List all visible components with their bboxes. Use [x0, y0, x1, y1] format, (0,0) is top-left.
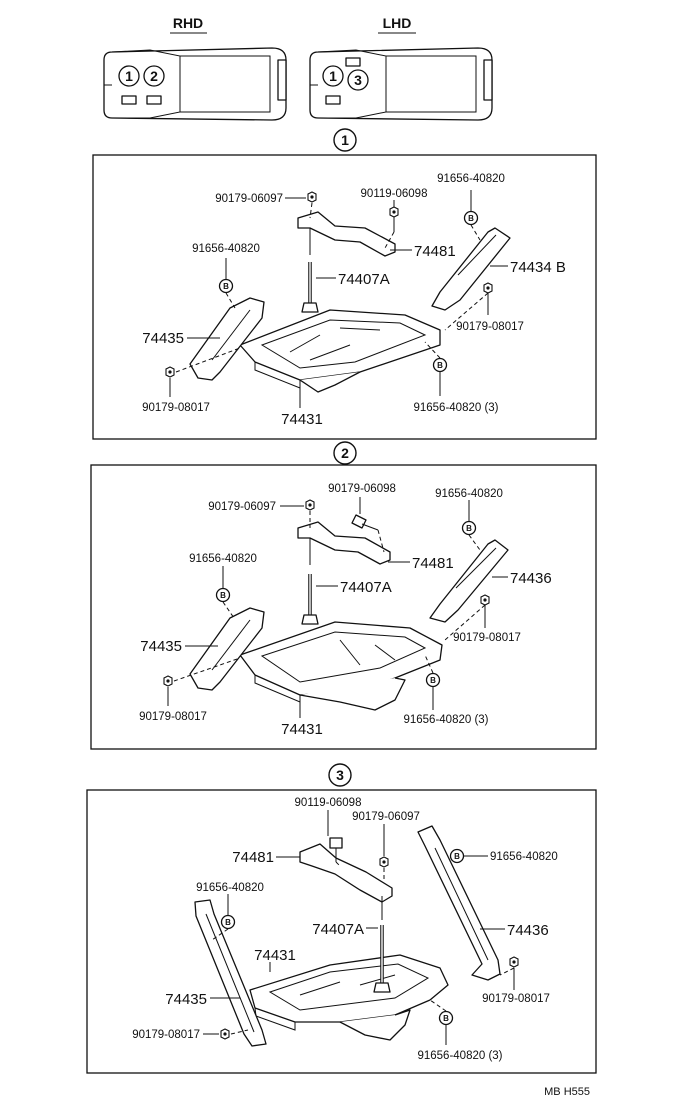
rhd-marker-2: 2	[150, 68, 158, 84]
label-nut-top-1: 90179-06097	[215, 193, 283, 205]
label-stay-left-3: 74435	[165, 991, 207, 1008]
clamp-rod-2	[301, 574, 319, 625]
label-nut-right-2: 90179-08017	[453, 632, 521, 644]
label-bolt-bottom-2: 91656-40820 (3)	[403, 714, 488, 726]
label-bolt-left-2: 91656-40820	[189, 553, 257, 565]
rhd-car-outline: 1 2	[103, 47, 287, 121]
svg-text:B: B	[454, 852, 460, 861]
label-stay-left-2: 74435	[140, 638, 182, 655]
clamp-rod-1	[301, 262, 319, 313]
reference-code: MB H555	[544, 1086, 590, 1098]
lhd-marker-3: 3	[354, 72, 362, 88]
svg-text:B: B	[223, 282, 229, 291]
label-nut-left-1: 90179-08017	[142, 402, 210, 414]
label-rod-2: 74407A	[340, 579, 392, 596]
rhd-header: RHD	[173, 15, 203, 31]
label-nut-top-2: 90179-06097	[208, 501, 276, 513]
label-bracket-3: 74481	[232, 849, 274, 866]
section-1-marker: 1	[341, 132, 349, 148]
label-tray-3: 74431	[254, 947, 296, 964]
label-bolt-top-2: 90179-06098	[328, 483, 396, 495]
svg-text:B: B	[466, 524, 472, 533]
label-stay-left-1: 74435	[142, 330, 184, 347]
svg-text:B: B	[220, 591, 226, 600]
stay-right-1	[431, 227, 511, 311]
label-bracket-2: 74481	[412, 555, 454, 572]
stay-left-1	[189, 297, 265, 381]
label-rod-3: 74407A	[312, 921, 364, 938]
svg-text:B: B	[225, 918, 231, 927]
label-nut-top-3: 90179-06097	[352, 811, 420, 823]
section-2-frame	[90, 464, 597, 750]
bolt-top-3	[329, 837, 343, 862]
nut-right-1	[483, 282, 493, 294]
battery-tray-1	[239, 309, 441, 393]
lhd-header: LHD	[383, 15, 412, 31]
label-rod-1: 74407A	[338, 271, 390, 288]
label-bolt-top-3: 90119-06098	[295, 797, 362, 809]
stay-right-2	[429, 539, 509, 623]
section-1-frame	[92, 154, 597, 440]
nut-left-2	[163, 675, 173, 687]
nut-top-1	[307, 191, 317, 203]
battery-tray-2	[239, 621, 443, 711]
label-stay-right-2: 74436	[510, 570, 552, 587]
label-tray-2: 74431	[281, 721, 323, 738]
stay-left-3	[194, 899, 267, 1047]
rhd-marker-1: 1	[125, 68, 133, 84]
nut-top-3	[379, 856, 389, 868]
clamp-rod-3	[373, 925, 391, 993]
label-bolt-right-1: 91656-40820	[437, 173, 505, 185]
nut-right-3	[509, 956, 519, 968]
hold-down-bracket-3	[299, 843, 393, 920]
label-nut-right-1: 90179-08017	[456, 321, 524, 333]
section-3-marker: 3	[336, 767, 344, 783]
nut-top-2	[305, 499, 315, 511]
label-bolt-top-1: 90119-06098	[361, 188, 428, 200]
section-1: 1	[92, 128, 597, 440]
nut-right-2	[480, 594, 490, 606]
section-3-frame	[86, 789, 597, 1074]
lhd-car-outline: 1 3	[309, 47, 493, 121]
label-bolt-right-3: 91656-40820	[490, 851, 558, 863]
label-stay-right-1: 74434 B	[510, 259, 566, 276]
nut-left-3	[220, 1028, 230, 1040]
hold-down-bracket-1	[297, 211, 396, 257]
hold-down-bracket-2	[297, 521, 391, 565]
label-tray-1: 74431	[281, 411, 323, 428]
bolt-top-2	[351, 514, 379, 531]
vehicle-location-views: RHD LHD 1 2 1 3	[103, 15, 493, 121]
label-bolt-left-3: 91656-40820	[196, 882, 264, 894]
svg-text:B: B	[430, 676, 436, 685]
label-bolt-bottom-3: 91656-40820 (3)	[417, 1050, 502, 1062]
stay-left-2	[189, 607, 265, 691]
label-nut-left-3: 90179-08017	[132, 1029, 200, 1041]
label-stay-right-3: 74436	[507, 922, 549, 939]
section-2: 2 B	[90, 441, 597, 750]
label-nut-right-3: 90179-08017	[482, 993, 550, 1005]
label-nut-left-2: 90179-08017	[139, 711, 207, 723]
section-2-marker: 2	[341, 445, 349, 461]
lhd-marker-1: 1	[329, 68, 337, 84]
label-bolt-right-2: 91656-40820	[435, 488, 503, 500]
label-bolt-bottom-1: 91656-40820 (3)	[413, 402, 498, 414]
battery-tray-3	[249, 954, 449, 1041]
svg-text:B: B	[443, 1014, 449, 1023]
svg-text:B: B	[468, 214, 474, 223]
section-3: 3 B	[86, 763, 597, 1074]
label-bracket-1: 74481	[414, 243, 456, 260]
svg-text:B: B	[437, 361, 443, 370]
label-bolt-left-1: 91656-40820	[192, 243, 260, 255]
nut-left-1	[165, 366, 175, 378]
bolt-top-head-1	[389, 206, 399, 218]
stay-right-3	[417, 825, 501, 981]
